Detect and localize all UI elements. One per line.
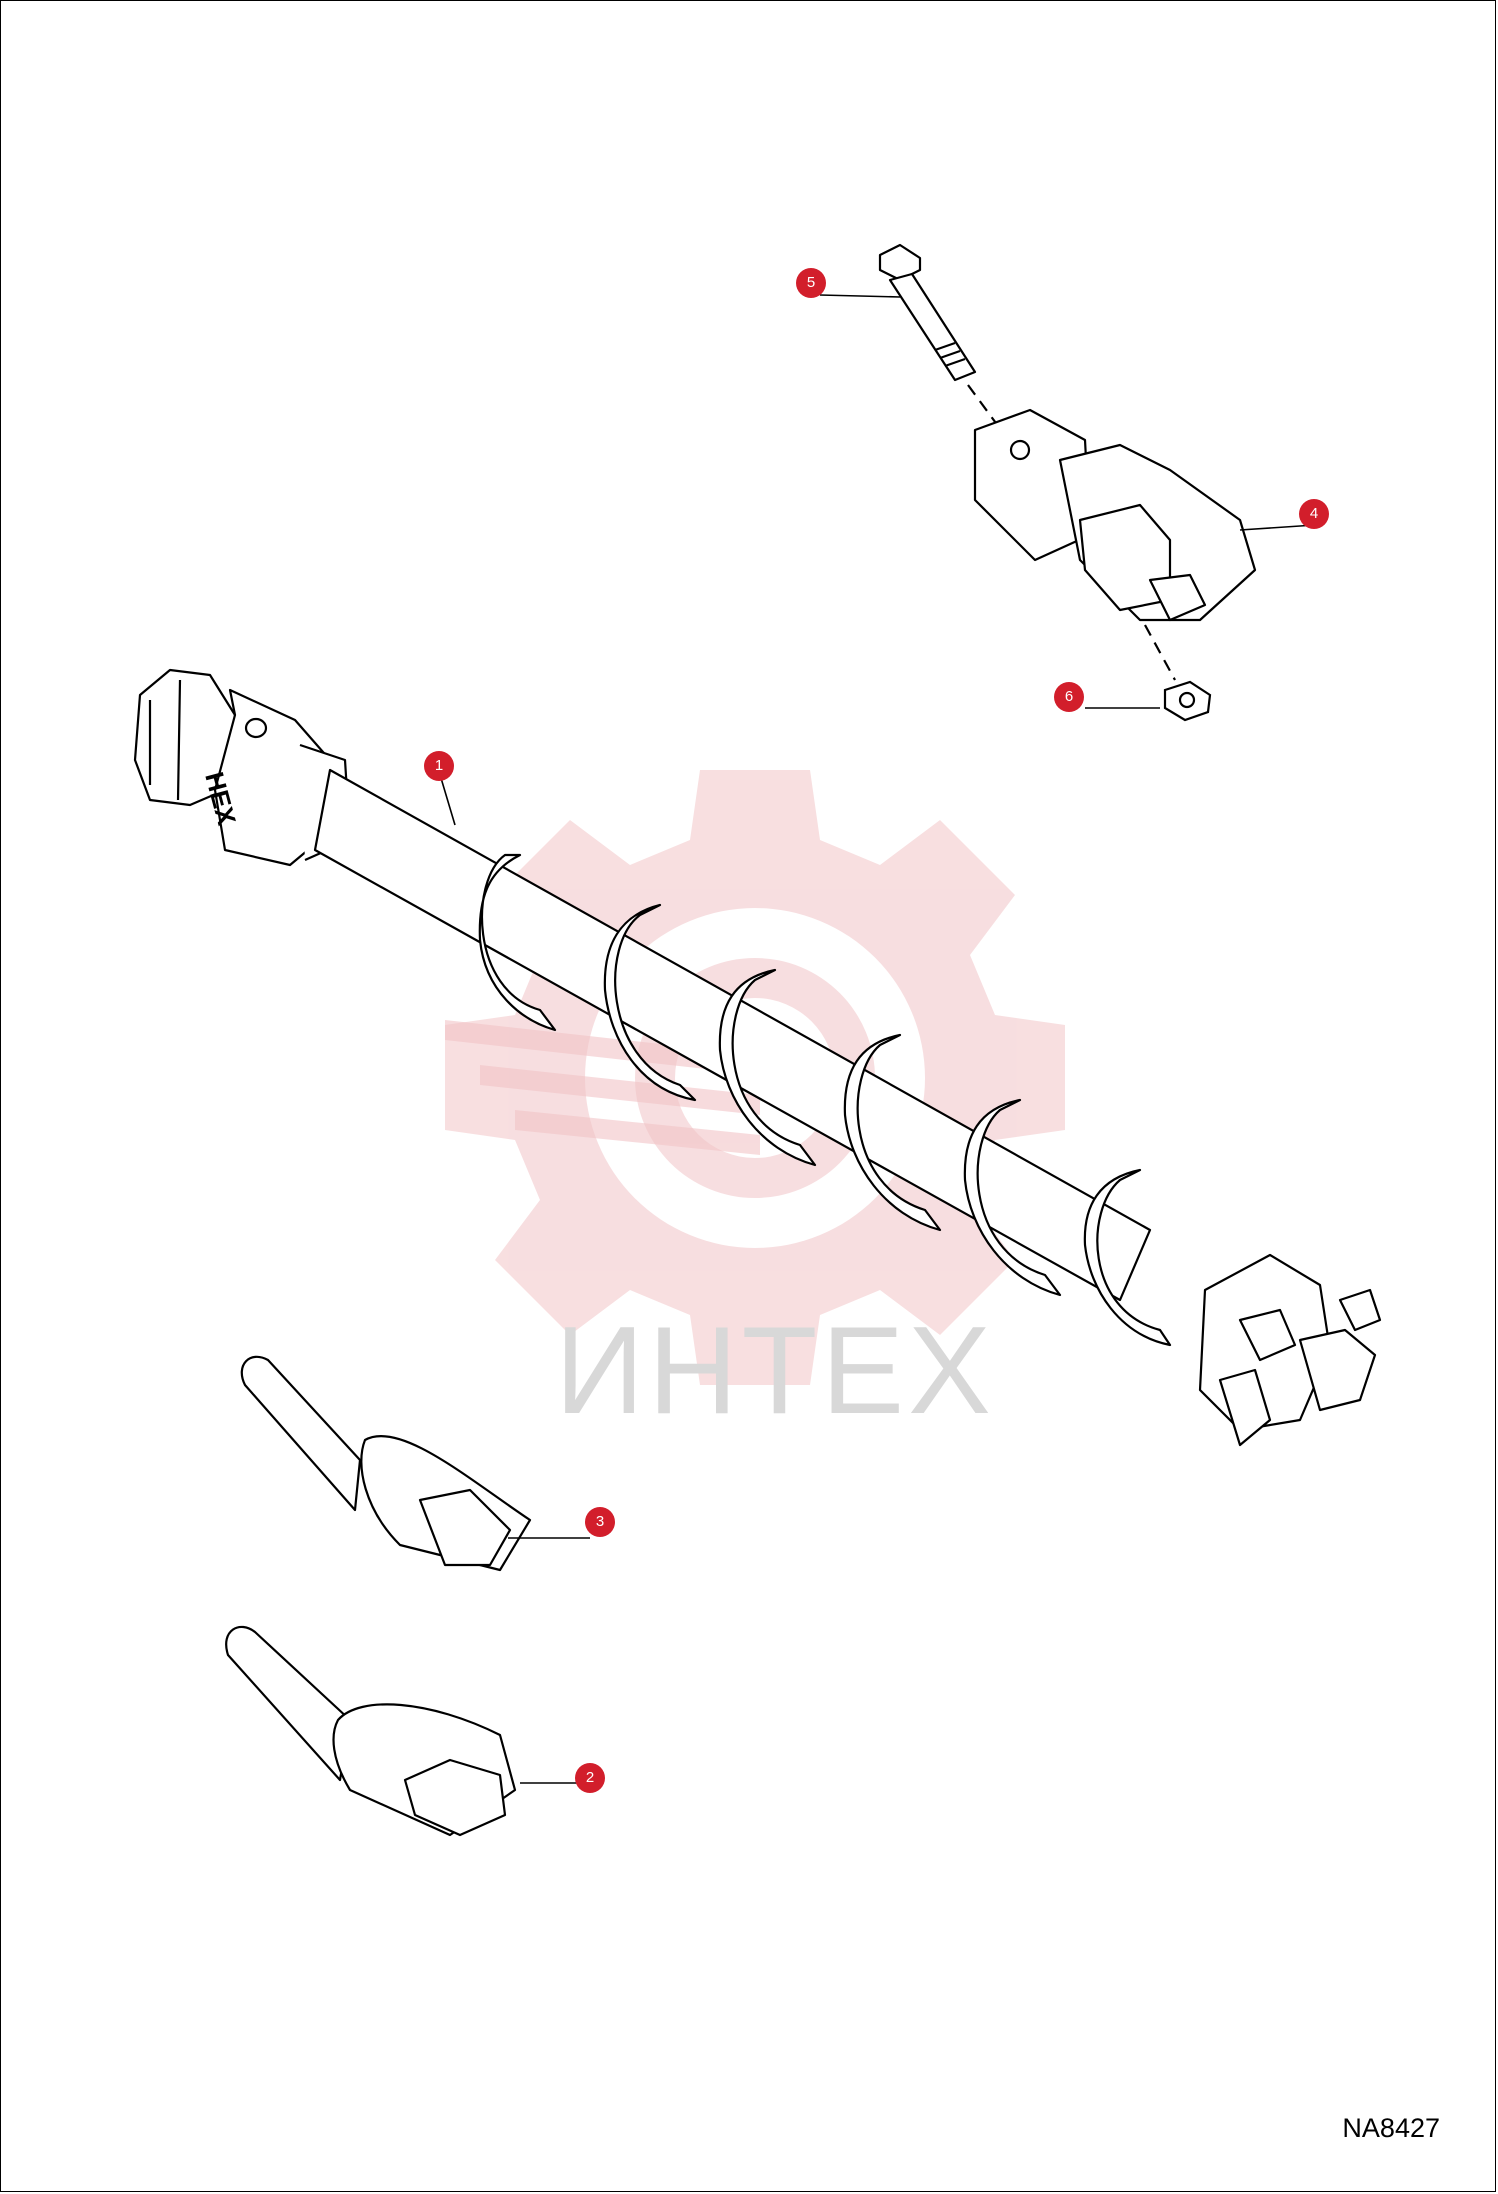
callout-2[interactable]: 2 [575,1763,605,1793]
bolt [878,243,1013,446]
pilot-head [973,408,1257,681]
tooth-round [240,1355,532,1572]
callout-1[interactable]: 1 [424,751,454,781]
auger-tip [1198,1253,1382,1447]
nut [1163,680,1212,722]
watermark-text: ИНТЕХ [555,1302,995,1440]
drawing-code: NA8427 [1342,2113,1440,2143]
tooth-flat [225,1625,517,1837]
callout-6[interactable]: 6 [1054,682,1084,712]
auger: HEX [133,668,1382,1447]
callout-5[interactable]: 5 [796,268,826,298]
callout-4[interactable]: 4 [1299,499,1329,529]
callout-3[interactable]: 3 [585,1507,615,1537]
hex-coupler [133,668,237,807]
watermark-stripes [445,1020,760,1155]
